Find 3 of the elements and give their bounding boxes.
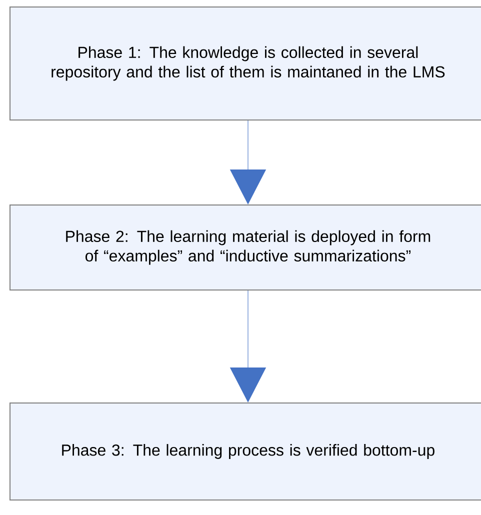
process-box: Phase 1: The knowledge is collected in several repository and the list of them is maintaned in the LMS [10,6,481,120]
process-box: Phase 3: The learning process is verified bottom-up [10,402,481,500]
process-box: Phase 2: The learning material is deployed in form of “examples” and “inductive summarizations” [10,204,481,290]
